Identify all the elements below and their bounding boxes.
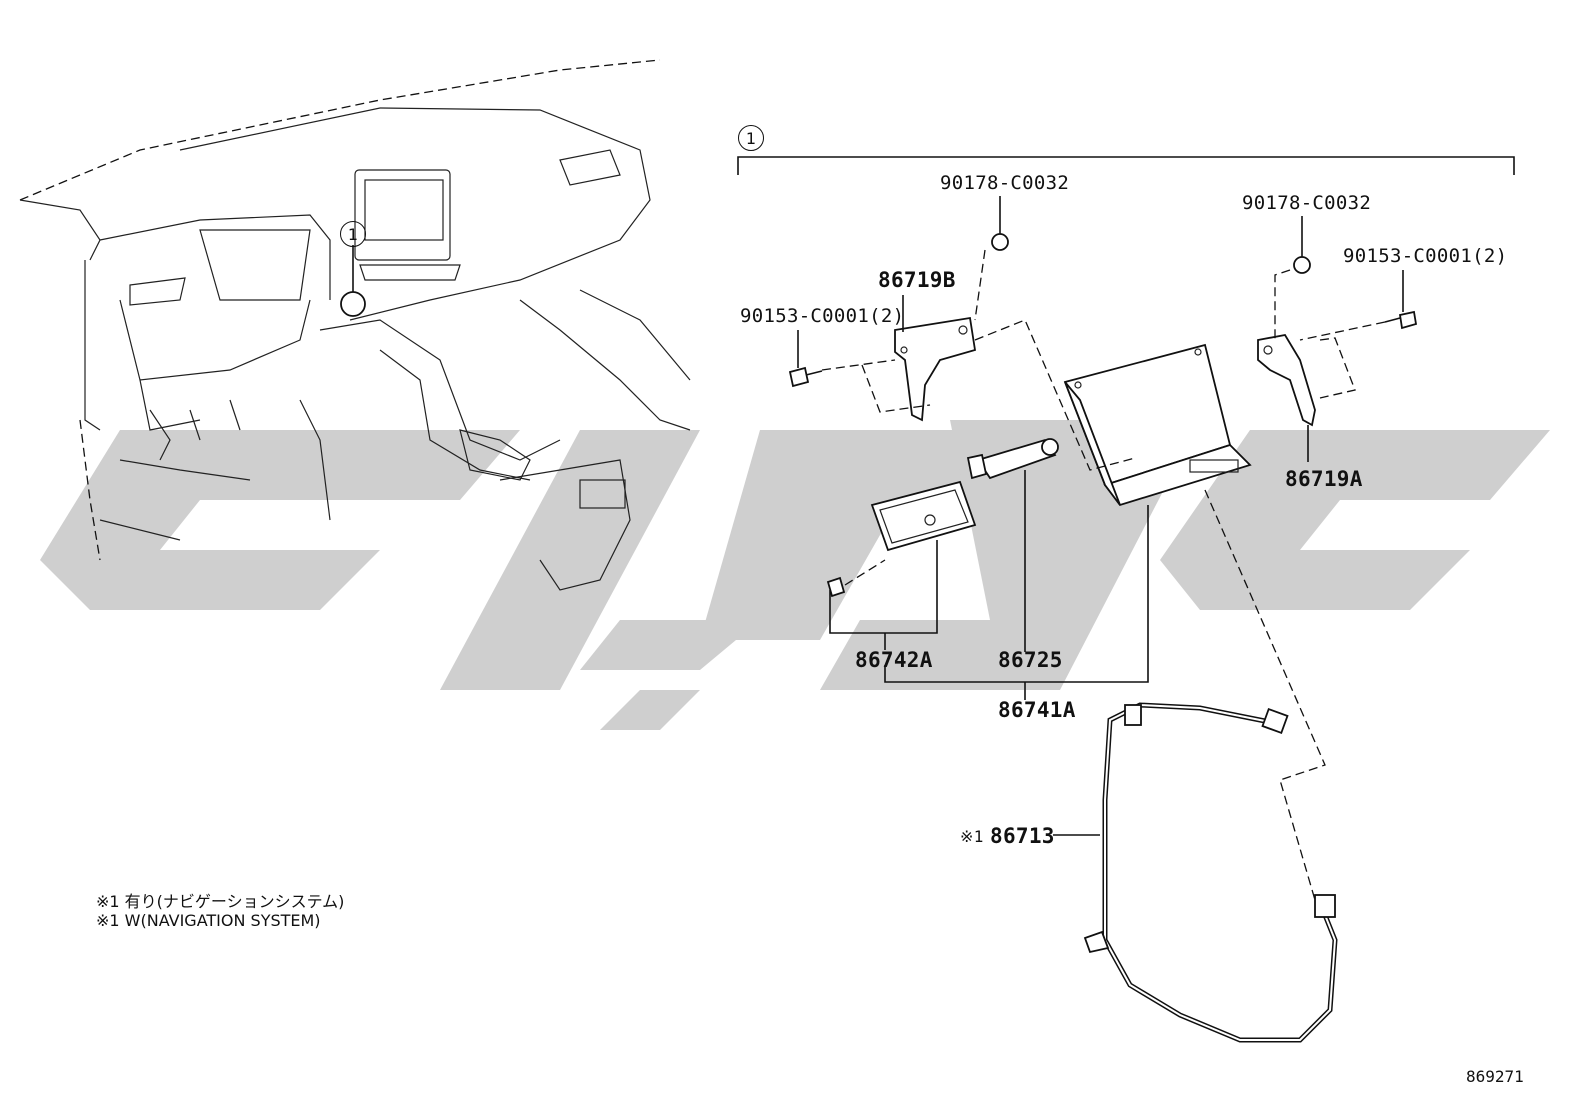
label-bolt-left: 90153-C0001(2)	[740, 305, 905, 327]
assembly-lines	[821, 249, 1386, 901]
label-wire-mark: ※1	[960, 827, 984, 846]
assembly-bracket	[737, 156, 1515, 175]
label-wire: 86713	[990, 824, 1055, 848]
label-nut-right: 90178-C0032	[1242, 192, 1372, 214]
location-marker	[340, 291, 366, 317]
label-bracket-left: 86719B	[878, 268, 956, 292]
leader-lines	[829, 505, 1149, 836]
cover-86742a-shape	[870, 480, 977, 552]
bracket-86719a-shape	[1257, 334, 1316, 462]
label-connector: 86725	[998, 648, 1063, 672]
label-bolt-right: 90153-C0001(2)	[1343, 245, 1508, 267]
callout-marker-assembly: 1	[738, 125, 764, 151]
dashboard-illustration	[19, 59, 691, 591]
bracket-86719b-shape	[894, 295, 977, 422]
callout-marker-dashboard: 1	[340, 221, 366, 247]
figure-number: 869271	[1466, 1067, 1524, 1086]
footnote-en: ※1 W(NAVIGATION SYSTEM)	[96, 911, 321, 930]
fasteners	[788, 196, 1418, 598]
connector-86725-shape	[966, 438, 1059, 652]
label-nut-left: 90178-C0032	[940, 172, 1070, 194]
label-cover: 86742A	[855, 648, 933, 672]
footnote-jp: ※1 有り(ナビゲーションシステム)	[96, 892, 345, 911]
receiver-box-shape	[1063, 343, 1252, 507]
label-receiver: 86741A	[998, 698, 1076, 722]
wire-harness-shape	[1083, 702, 1338, 1043]
watermark-logo	[40, 420, 1550, 730]
label-bracket-right: 86719A	[1285, 467, 1363, 491]
